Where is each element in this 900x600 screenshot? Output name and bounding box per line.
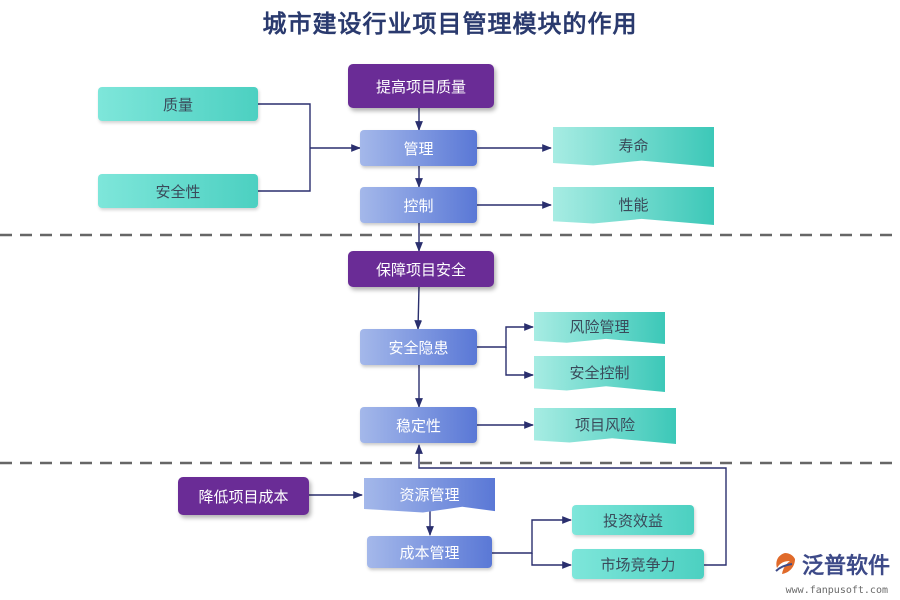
node-safety-control: 安全控制 <box>534 356 665 392</box>
node-improve-quality: 提高项目质量 <box>348 64 494 108</box>
node-investment-return: 投资效益 <box>572 505 694 535</box>
node-performance-label: 性能 <box>618 195 649 214</box>
node-ensure-safety-label: 保障项目安全 <box>375 260 466 279</box>
node-hazard-label: 安全隐患 <box>388 338 449 357</box>
node-quality-label: 质量 <box>162 95 193 114</box>
node-project-risk-label: 项目风险 <box>574 415 635 434</box>
node-safety: 安全性 <box>98 174 258 208</box>
logo-url: www.fanpusoft.com <box>785 585 888 596</box>
connector-quality-merge <box>258 103 311 148</box>
brand-logo: 泛普软件 <box>772 548 890 580</box>
node-control: 控制 <box>360 187 477 223</box>
node-quality: 质量 <box>98 87 258 121</box>
connector-cost-investment <box>492 516 572 554</box>
node-performance: 性能 <box>553 187 714 225</box>
node-lifespan-label: 寿命 <box>618 136 649 155</box>
node-hazard: 安全隐患 <box>360 329 477 365</box>
node-reduce-cost: 降低项目成本 <box>178 477 309 515</box>
connector-safety-merge <box>258 148 311 192</box>
node-project-risk: 项目风险 <box>534 408 676 444</box>
node-risk-management: 风险管理 <box>534 312 665 344</box>
node-competitiveness-label: 市场竞争力 <box>600 555 676 574</box>
node-cost-management: 成本管理 <box>367 536 492 568</box>
node-manage: 管理 <box>360 130 477 166</box>
node-improve-quality-label: 提高项目质量 <box>375 77 466 96</box>
node-manage-label: 管理 <box>403 139 434 158</box>
connector-competitiveness-feedback <box>415 444 727 566</box>
connector-hazard-risk-mgmt <box>477 323 534 348</box>
node-lifespan: 寿命 <box>553 127 714 167</box>
logo-name: 泛普软件 <box>801 554 890 579</box>
node-ensure-safety: 保障项目安全 <box>348 251 494 287</box>
node-cost-management-label: 成本管理 <box>399 543 460 562</box>
node-safety-label: 安全性 <box>155 182 201 201</box>
node-reduce-cost-label: 降低项目成本 <box>198 487 289 506</box>
node-stability-label: 稳定性 <box>395 416 441 435</box>
node-risk-management-label: 风险管理 <box>569 317 630 336</box>
connector-cost-competitiveness <box>531 553 572 569</box>
node-resource-management: 资源管理 <box>364 478 495 513</box>
node-resource-management-label: 资源管理 <box>399 485 460 504</box>
node-competitiveness: 市场竞争力 <box>572 549 704 579</box>
node-control-label: 控制 <box>403 196 434 215</box>
node-investment-return-label: 投资效益 <box>602 511 663 530</box>
fanpu-logo-icon <box>775 553 795 574</box>
connector-safety-header-hazard <box>414 286 423 330</box>
page-title: 城市建设行业项目管理模块的作用 <box>262 9 638 38</box>
node-stability: 稳定性 <box>360 407 477 443</box>
node-safety-control-label: 安全控制 <box>569 363 630 382</box>
connector-hazard-safety-ctrl <box>505 347 534 379</box>
